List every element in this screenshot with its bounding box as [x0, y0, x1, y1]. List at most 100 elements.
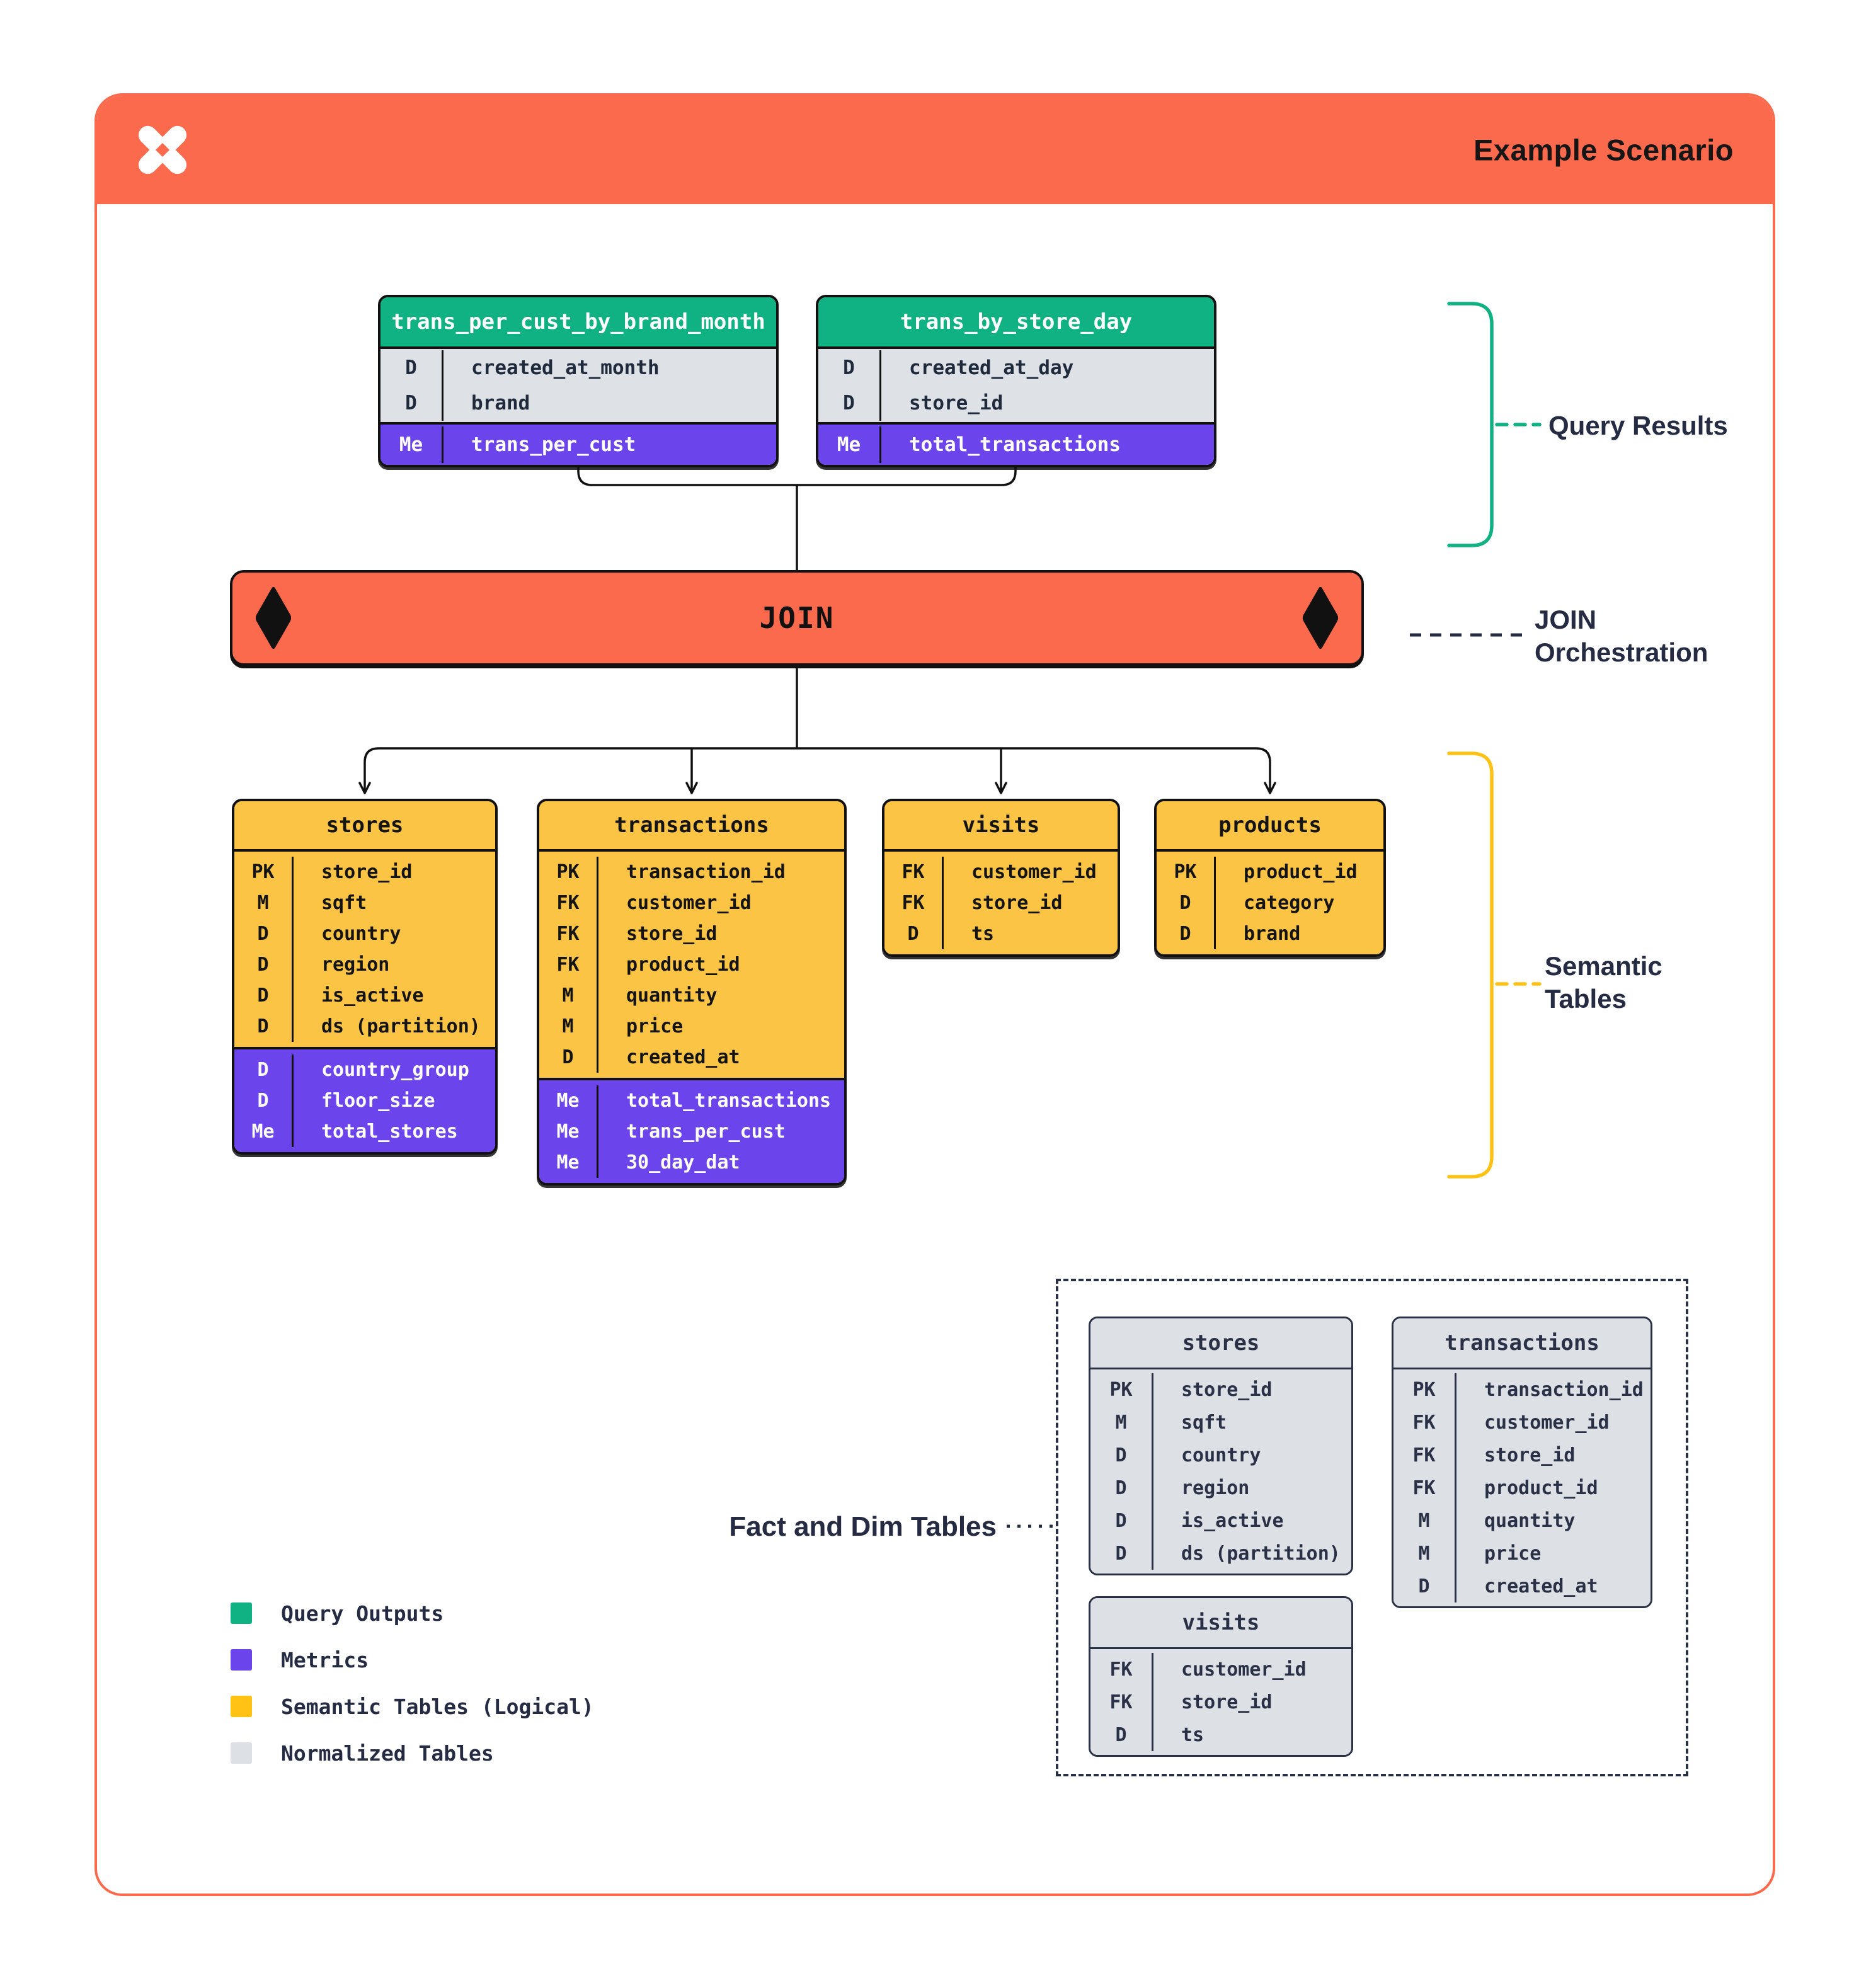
legend-label: Metrics [281, 1647, 369, 1672]
column-name: quantity [1484, 1509, 1576, 1532]
column-key: D [380, 350, 443, 386]
column-name: brand [471, 392, 530, 414]
column-key: PK [1090, 1373, 1153, 1406]
column-key: D [234, 1085, 294, 1116]
table-row: Me total_stores [234, 1116, 495, 1147]
table-title: trans_per_cust_by_brand_month [380, 297, 776, 349]
column-key: D [884, 918, 944, 949]
column-key: M [234, 888, 294, 918]
column-key: Me [539, 1116, 598, 1147]
column-name: brand [1244, 923, 1301, 945]
column-key: Me [380, 426, 443, 463]
table-title: stores [1090, 1318, 1351, 1369]
column-name: sqft [1181, 1411, 1227, 1434]
column-name: price [1484, 1542, 1542, 1565]
column-key: PK [1393, 1373, 1456, 1406]
column-name: category [1244, 892, 1335, 914]
card-header: Example Scenario [97, 96, 1773, 204]
legend-swatch-icon [231, 1602, 252, 1624]
column-key: D [234, 1011, 294, 1042]
diamond-icon [1302, 585, 1339, 651]
column-name: ds (partition) [1181, 1542, 1341, 1565]
column-name: region [321, 954, 390, 976]
table-title: transactions [1393, 1318, 1651, 1369]
table-row: PK transaction_id [1393, 1373, 1651, 1406]
column-key: D [1090, 1471, 1153, 1504]
legend-item: Normalized Tables [231, 1730, 594, 1776]
column-name: created_at_day [909, 357, 1074, 379]
column-name: country [321, 923, 401, 945]
column-key: M [539, 1011, 598, 1042]
column-name: ts [971, 923, 995, 945]
legend-swatch-icon [231, 1696, 252, 1717]
column-key: D [1157, 918, 1216, 949]
column-name: created_at [626, 1046, 740, 1068]
column-key: PK [1157, 857, 1216, 888]
column-key: PK [234, 857, 294, 888]
column-name: transaction_id [1484, 1378, 1644, 1401]
legend-item: Metrics [231, 1637, 594, 1683]
column-name: country [1181, 1444, 1261, 1466]
join-orchestration-label: JOIN Orchestration [1535, 603, 1708, 669]
column-key: Me [539, 1147, 598, 1178]
column-key: D [380, 386, 443, 421]
column-name: total_transactions [626, 1090, 832, 1112]
join-orchestration-line2: Orchestration [1535, 637, 1708, 667]
column-name: transaction_id [626, 861, 786, 883]
column-key: FK [1393, 1439, 1456, 1471]
column-key: FK [884, 857, 944, 888]
column-name: customer_id [1484, 1411, 1610, 1434]
column-name: created_at_month [471, 357, 660, 379]
table-title: stores [234, 801, 495, 852]
column-name: is_active [1181, 1509, 1284, 1532]
column-key: FK [1090, 1653, 1153, 1686]
column-key: Me [234, 1116, 294, 1147]
column-key: M [1393, 1504, 1456, 1537]
column-name: total_stores [321, 1121, 458, 1143]
column-key: FK [1393, 1471, 1456, 1504]
column-key: M [1090, 1406, 1153, 1439]
table-title: transactions [539, 801, 844, 852]
column-name: sqft [321, 892, 367, 914]
column-key: D [1090, 1504, 1153, 1537]
fact-dim-label-text: Fact and Dim Tables [729, 1511, 997, 1542]
column-key: FK [884, 888, 944, 918]
diamond-icon [255, 585, 292, 651]
